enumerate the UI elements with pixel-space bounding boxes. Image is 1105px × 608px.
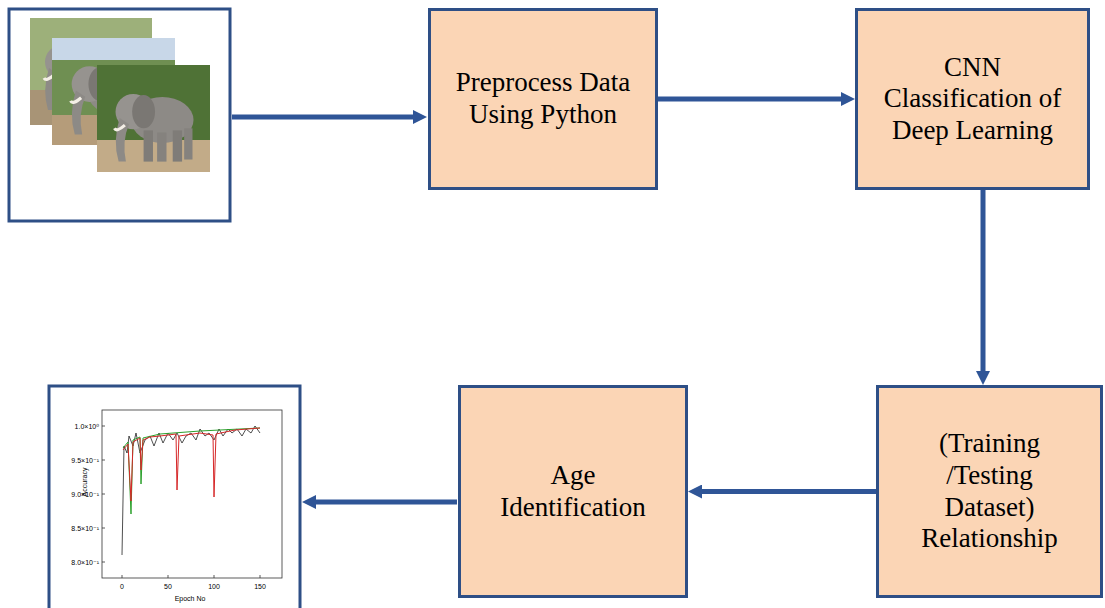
- flow-arrow: [316, 500, 457, 505]
- photo-frame: [9, 9, 230, 221]
- photo-sky: [52, 38, 175, 60]
- tick-label: 9.5×10⁻¹: [71, 457, 99, 464]
- tick-label: 8.0×10⁻¹: [71, 559, 99, 566]
- process-box: Age Identification: [458, 385, 688, 598]
- flow-arrow: [658, 97, 841, 102]
- chart-frame: [49, 386, 300, 608]
- axis-ticks: [102, 426, 260, 578]
- box-label: (Training /Testing Dataset) Relationship: [900, 428, 1080, 554]
- photo-ground: [97, 140, 210, 172]
- flow-arrow: [232, 115, 413, 120]
- tick-label: 1.0×10⁰: [75, 423, 99, 430]
- box-label: Preprocess Data Using Python: [443, 67, 643, 130]
- accuracy-curve: [123, 428, 260, 501]
- flow-arrow: [702, 489, 876, 494]
- accuracy-curve: [123, 428, 260, 514]
- plot-area: [102, 410, 282, 578]
- flow-arrow: [981, 190, 986, 371]
- tick-label: 9.0×10⁻¹: [71, 491, 99, 498]
- photo-front: [97, 65, 210, 172]
- tick-label: 50: [164, 583, 172, 590]
- accuracy-curve: [122, 426, 260, 555]
- tick-label: 100: [208, 583, 220, 590]
- elephant-figure: [114, 94, 193, 162]
- process-box: CNN Classification of Deep Learning: [855, 8, 1090, 190]
- box-label: CNN Classification of Deep Learning: [870, 52, 1075, 147]
- process-box: (Training /Testing Dataset) Relationship: [876, 385, 1103, 598]
- elephant-photo: [97, 65, 210, 172]
- tick-label: 150: [254, 583, 266, 590]
- tick-label: 0: [120, 583, 124, 590]
- process-box: Preprocess Data Using Python: [428, 8, 658, 190]
- box-label: Age Identification: [486, 460, 661, 523]
- tick-label: 8.5×10⁻¹: [71, 525, 99, 532]
- axis-title: Epoch No: [175, 595, 206, 602]
